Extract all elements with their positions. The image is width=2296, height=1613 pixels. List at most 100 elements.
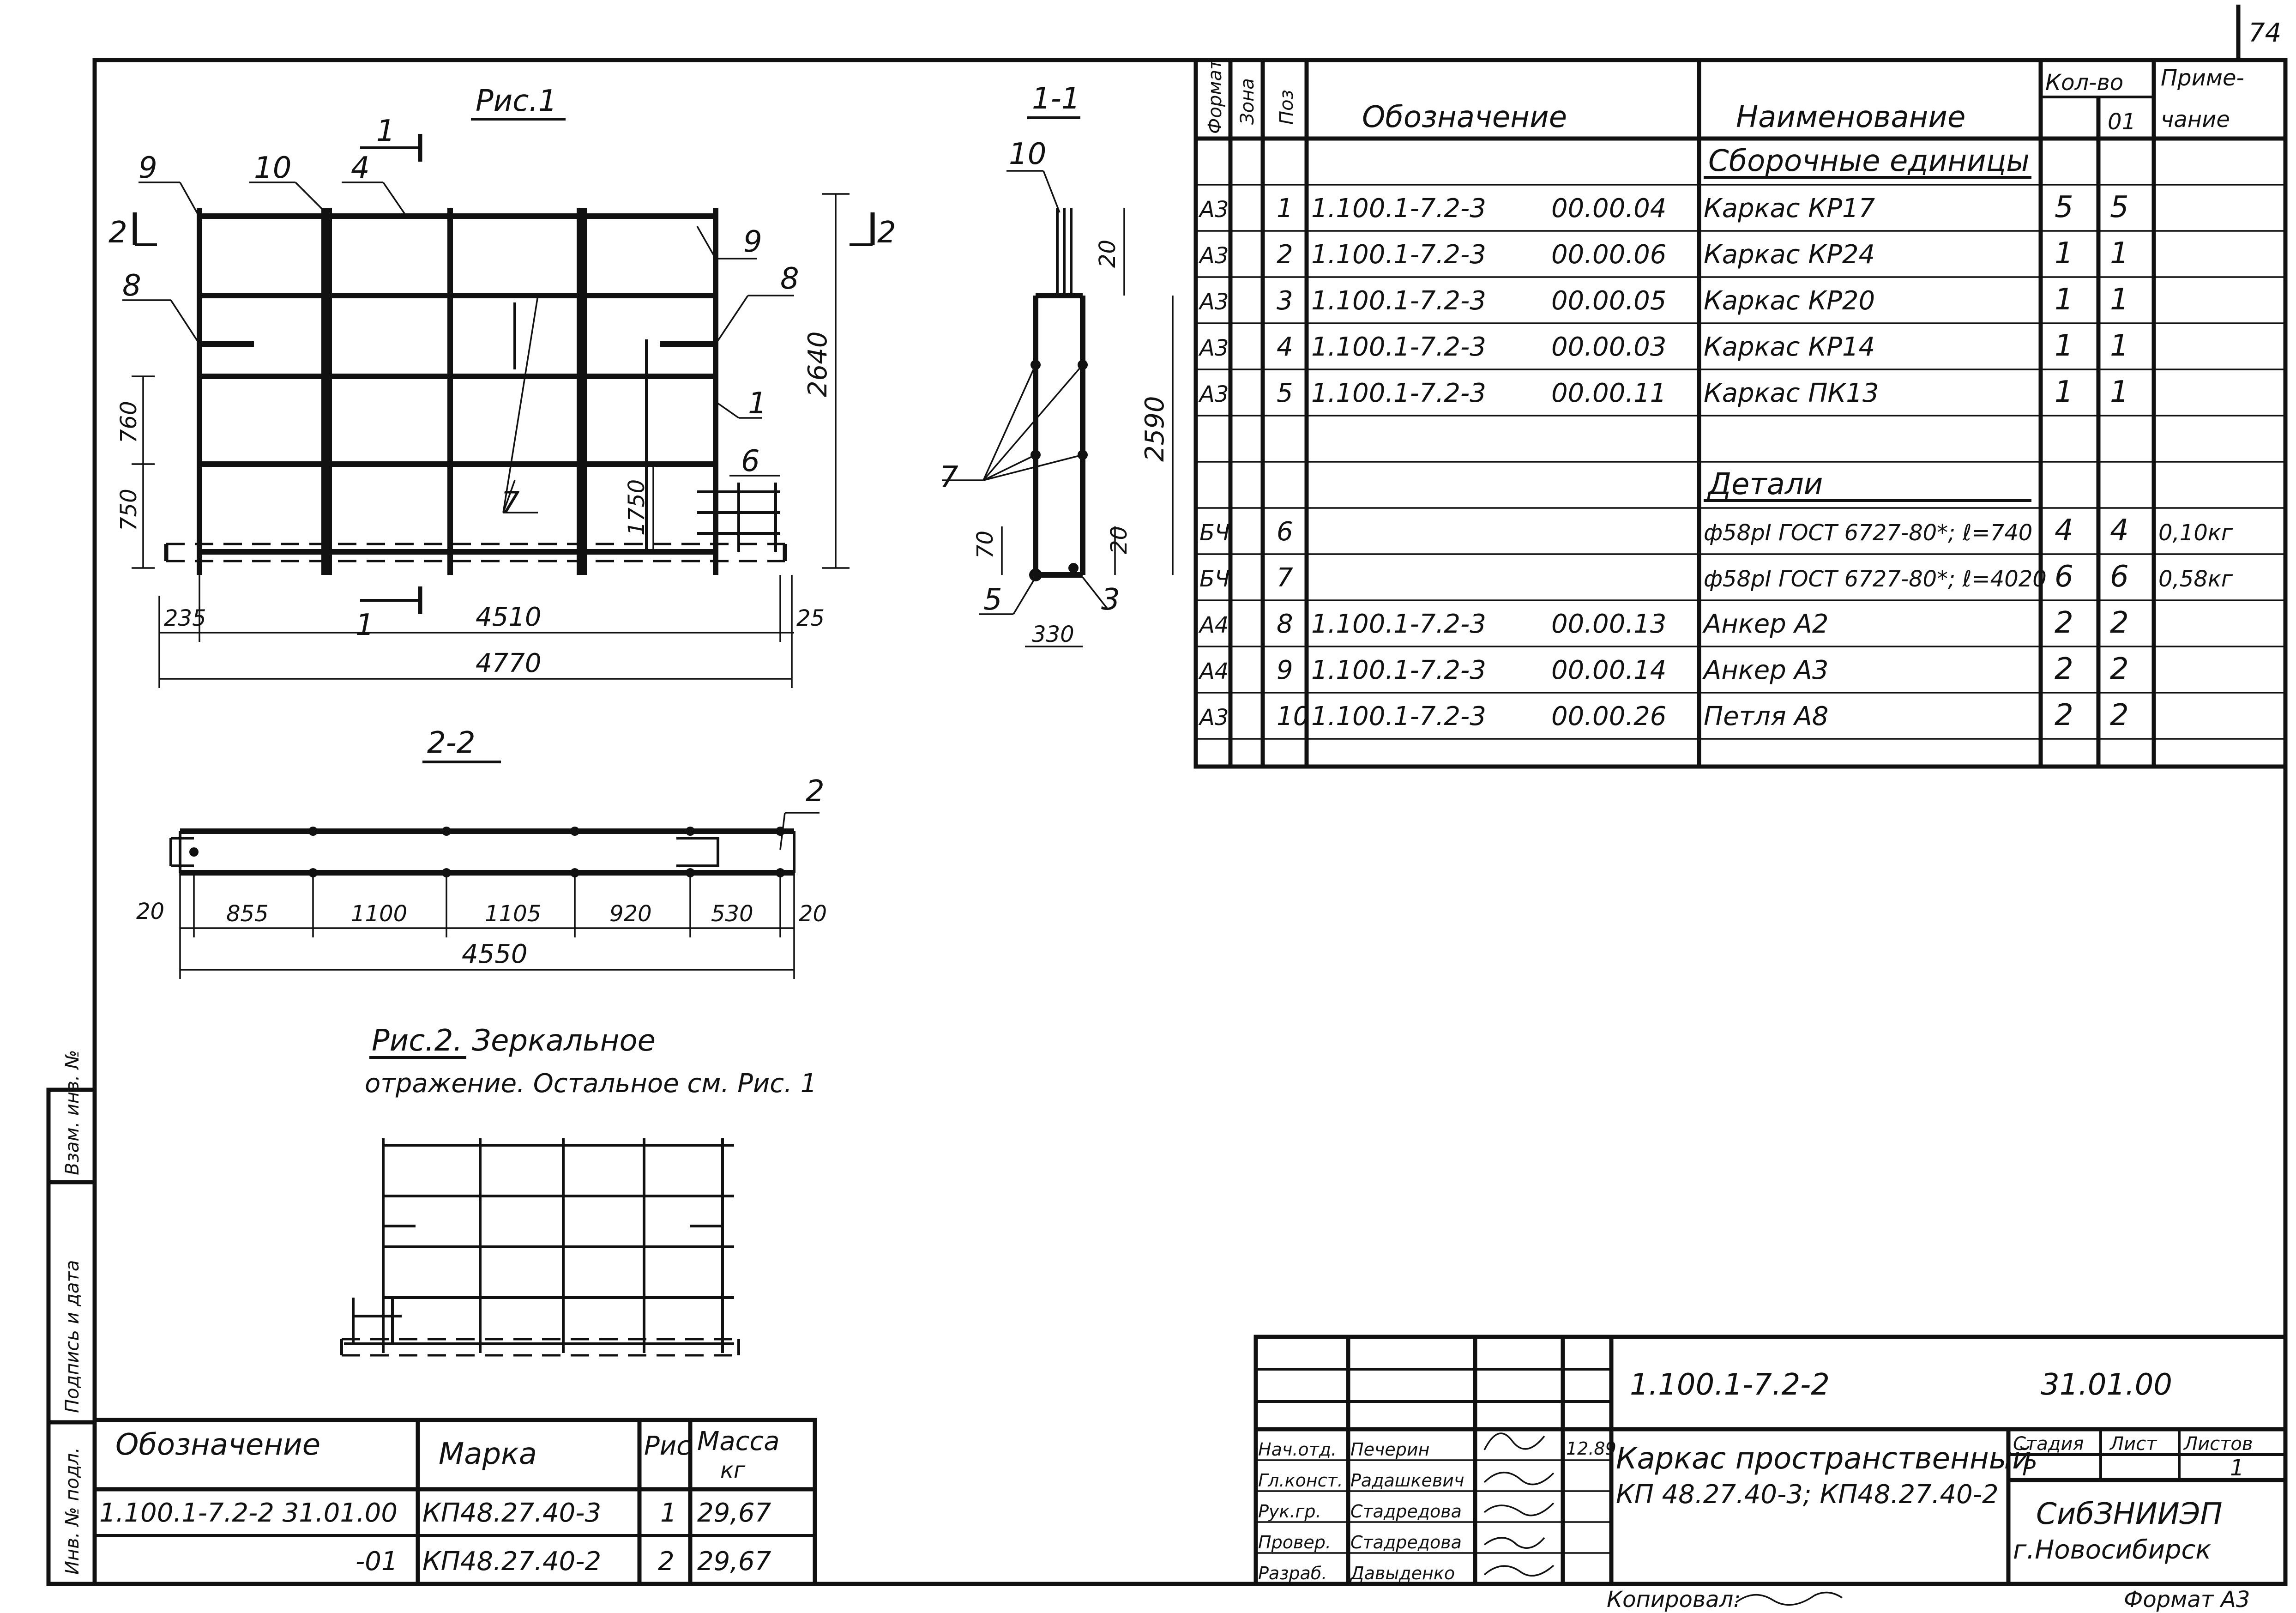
section-2-2-dim-20-right: 20 xyxy=(799,901,827,927)
spec-cell-pos: 4 xyxy=(1277,332,1293,362)
stamp-inv-podl: Инв. № подл. xyxy=(62,1447,83,1575)
spec-cell-pos: 5 xyxy=(1277,378,1293,408)
copy-note: Копировал: xyxy=(1607,1587,1741,1613)
spec-cell-name: ф58рI ГОСТ 6727-80*; ℓ=4020 xyxy=(1704,566,2047,592)
spec-cell-name: Каркас КР20 xyxy=(1704,286,1875,316)
mark-table-row: 1.100.1-7.2-2 31.01.00 КП48.27.40-3 1 29… xyxy=(99,1498,771,1528)
tb-city: г.Новосибирск xyxy=(2013,1535,2211,1565)
section-1-1-dim-20-bot: 20 xyxy=(1106,526,1132,554)
fig2-caption-1: Рис.2. Зеркальное xyxy=(372,1024,656,1058)
spec-cell-format: А3 xyxy=(1198,197,1229,223)
section-2-2-dim-4550: 4550 xyxy=(462,939,528,969)
spec-cell-qty: 1 xyxy=(2055,236,2073,271)
spec-cell-pos: 8 xyxy=(1277,609,1293,639)
spec-cell-pos: 10 xyxy=(1277,701,1309,731)
tb-doc-code: 1.100.1-7.2-2 xyxy=(1630,1368,1830,1402)
spec-cell-code: 00.00.14 xyxy=(1551,655,1666,685)
section-1-1-callout-3: 3 xyxy=(1101,583,1120,617)
mark-table-row2-fig: 2 xyxy=(658,1547,675,1577)
spec-cell-format: А3 xyxy=(1198,335,1229,361)
spec-cell-designation: 1.100.1-7.2-3 xyxy=(1311,378,1486,408)
section-2-2-dim-1100: 1100 xyxy=(351,901,407,927)
mark-table-row2-mass: 29,67 xyxy=(697,1547,771,1577)
spec-cell-pos: 2 xyxy=(1277,240,1293,270)
format-note: Формат А3 xyxy=(2124,1587,2250,1613)
spec-header-designation: Обозначение xyxy=(1362,100,1567,134)
fig1-title: Рис.1 xyxy=(476,84,557,118)
spec-cell-qty-01: 1 xyxy=(2110,375,2129,409)
spec-header-pos: Поз xyxy=(1276,90,1297,125)
tb-role-4: Провер. xyxy=(1258,1532,1331,1553)
section-mark-left: 2 xyxy=(108,216,127,250)
copy-signature xyxy=(1735,1591,1843,1606)
spec-cell-qty-01: 2 xyxy=(2110,606,2129,640)
fig1-section-marks: 1 1 2 2 xyxy=(108,114,896,642)
side-stamp: Инв. № подл. Подпись и дата Взам. инв. № xyxy=(46,1050,97,1586)
callout-8-left: 8 xyxy=(122,269,141,303)
mark-table-row2-designation: -01 xyxy=(356,1547,398,1577)
spec-cell-designation: 1.100.1-7.2-3 xyxy=(1311,701,1486,731)
section-mark-right: 2 xyxy=(877,216,896,250)
spec-cell-designation: 1.100.1-7.2-3 xyxy=(1311,332,1486,362)
spec-cell-qty-01: 5 xyxy=(2110,190,2129,224)
spec-cell-qty: 2 xyxy=(2055,698,2073,732)
fig1-dimensions: 2640 760 750 1750 235 4510 25 4770 xyxy=(116,193,850,688)
mark-table-header-designation: Обозначение xyxy=(115,1428,320,1462)
figure-2: Рис.2. Зеркальное отражение. Остальное с… xyxy=(340,1024,817,1357)
mark-table-header-fig: Рис xyxy=(644,1431,691,1461)
section-1-1-dim-330: 330 xyxy=(1032,622,1074,647)
page-number: 74 xyxy=(2248,18,2281,48)
tb-stage: Р xyxy=(2022,1455,2036,1481)
spec-cell-format: А3 xyxy=(1198,243,1229,269)
spec-cell-name: Каркас ПК13 xyxy=(1704,378,1879,408)
mark-table-row1-mark: КП48.27.40-3 xyxy=(422,1498,601,1528)
spec-cell-qty: 1 xyxy=(2055,375,2073,409)
callout-1: 1 xyxy=(748,387,767,421)
spec-cell-format: А3 xyxy=(1198,381,1229,407)
spec-cell-note: 0,58кг xyxy=(2158,566,2233,592)
tb-name-2: Радашкевич xyxy=(1350,1470,1464,1491)
section-2-2: 2-2 2 20 855 1100 1105 920 xyxy=(136,726,827,979)
spec-cell-qty: 2 xyxy=(2055,606,2073,640)
spec-cell-code: 00.00.11 xyxy=(1551,378,1666,408)
tb-role-2: Гл.конст. xyxy=(1258,1470,1343,1491)
spec-header-note-2: чание xyxy=(2161,107,2230,133)
tb-name-1: Печерин xyxy=(1350,1439,1429,1460)
section-1-1-callout-5: 5 xyxy=(983,583,1002,617)
spec-cell-qty-01: 1 xyxy=(2110,329,2129,363)
spec-header-qty: Кол-во xyxy=(2045,70,2123,96)
spec-cell-code: 00.00.06 xyxy=(1551,240,1666,270)
spec-cell-name: Каркас КР17 xyxy=(1704,193,1875,224)
section-2-2-title: 2-2 xyxy=(427,726,476,760)
section-2-2-dim-20-left: 20 xyxy=(136,899,164,924)
section-1-1-dim-20-top: 20 xyxy=(1095,240,1121,268)
tb-org: СибЗНИИЭП xyxy=(2036,1497,2222,1531)
section-2-2-dim-530: 530 xyxy=(711,901,753,927)
section-1-1-dim-2590: 2590 xyxy=(1140,396,1170,462)
spec-cell-name: Анкер А3 xyxy=(1702,655,1828,685)
tb-sheet-label: Лист xyxy=(2109,1433,2157,1455)
spec-cell-name: Петля А8 xyxy=(1704,701,1828,731)
spec-cell-qty: 1 xyxy=(2055,283,2073,317)
spec-cell-code: 00.00.26 xyxy=(1551,701,1666,731)
spec-cell-format: А3 xyxy=(1198,289,1229,315)
mark-table-row1-designation: 1.100.1-7.2-2 31.01.00 xyxy=(99,1498,398,1528)
figure-1: Рис.1 xyxy=(108,84,896,688)
tb-role-3: Рук.гр. xyxy=(1258,1501,1321,1522)
spec-cell-code: 00.00.03 xyxy=(1551,332,1666,362)
spec-cell-qty: 5 xyxy=(2055,190,2073,224)
spec-cell-pos: 7 xyxy=(1277,563,1293,593)
tb-name-4: Стадредова xyxy=(1350,1532,1462,1553)
spec-header-zone: Зона xyxy=(1237,78,1258,125)
callout-6: 6 xyxy=(741,444,760,478)
table-row: Детали xyxy=(1704,467,2031,502)
spec-cell-qty: 4 xyxy=(2055,514,2073,548)
tb-stage-label: Стадия xyxy=(2013,1433,2084,1455)
dim-4770: 4770 xyxy=(476,648,542,678)
callout-10: 10 xyxy=(254,151,291,185)
